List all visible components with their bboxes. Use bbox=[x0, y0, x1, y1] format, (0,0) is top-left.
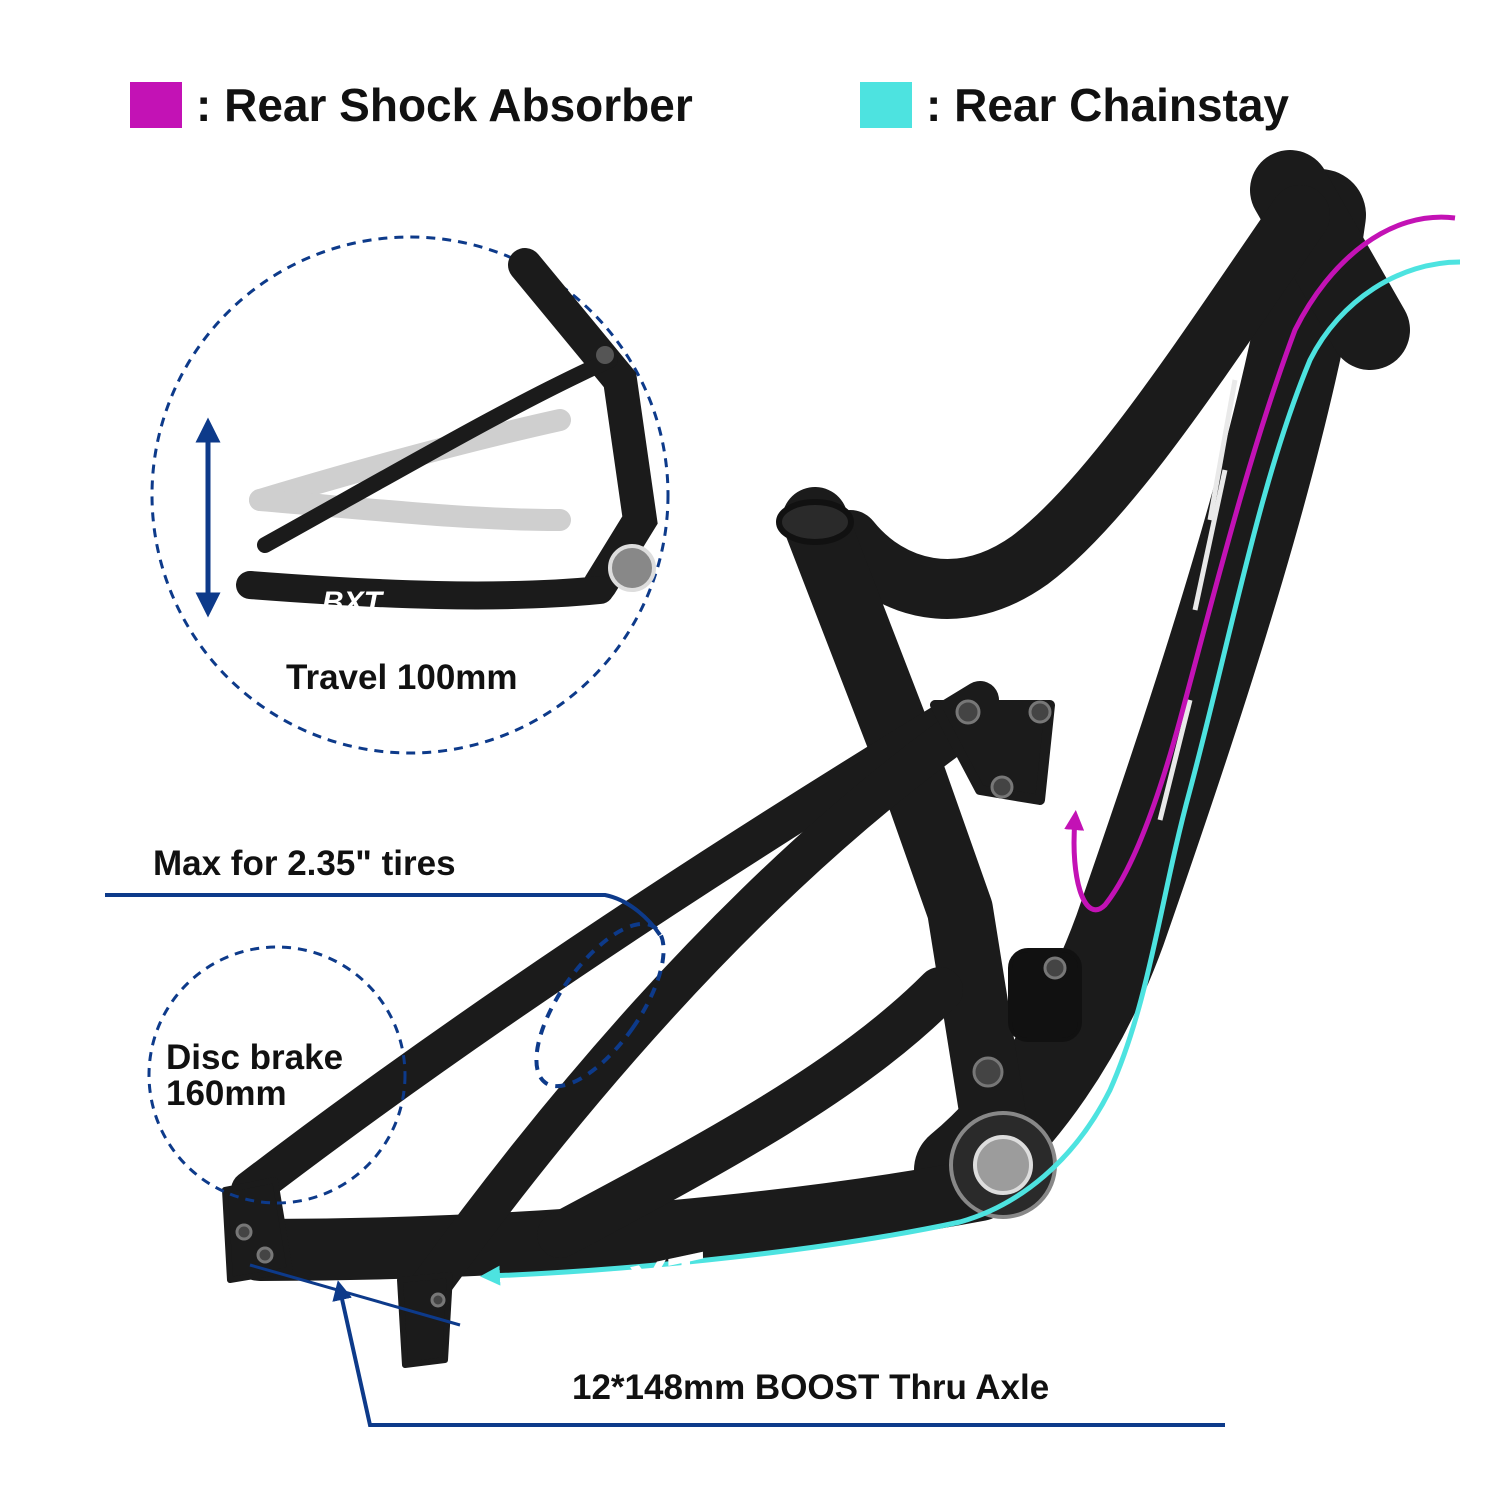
legend-swatch-magenta bbox=[130, 82, 182, 128]
axle-label: 12*148mm BOOST Thru Axle bbox=[572, 1368, 1050, 1407]
seat-stay-front bbox=[400, 710, 980, 1320]
down-tube-graphics bbox=[1157, 379, 1238, 821]
legend-item-rear-shock: : Rear Shock Absorber bbox=[130, 78, 693, 132]
seat-stay-rear bbox=[231, 681, 999, 1209]
axle-line bbox=[249, 1263, 461, 1327]
chainstay bbox=[229, 1159, 1011, 1281]
legend-label-rear-shock: : Rear Shock Absorber bbox=[196, 79, 693, 131]
pivot-bolts bbox=[235, 699, 1067, 1308]
legend-label-rear-chainstay: : Rear Chainstay bbox=[926, 79, 1290, 131]
travel-label: Travel 100mm bbox=[286, 658, 518, 697]
rocker-link bbox=[930, 700, 1055, 805]
axle-leader bbox=[332, 1280, 1225, 1427]
top-tube bbox=[820, 185, 1330, 619]
disc-brake-label-line1: Disc brake bbox=[166, 1038, 344, 1077]
travel-inset-circle bbox=[150, 235, 670, 755]
shock-highlight-line bbox=[1064, 214, 1456, 913]
disc-brake-inset-circle bbox=[147, 945, 407, 1205]
chainstay-bridge bbox=[537, 967, 963, 1258]
travel-inset: BXT bbox=[150, 235, 670, 755]
main-frame bbox=[222, 150, 1410, 1368]
down-tube bbox=[914, 169, 1366, 1216]
disc-brake-label-line2: 160mm bbox=[166, 1074, 287, 1113]
bottom-bracket bbox=[949, 1111, 1057, 1219]
seat-collar bbox=[776, 499, 854, 545]
legend-item-rear-chainstay: : Rear Chainstay bbox=[860, 78, 1289, 132]
tire-clearance-label: Max for 2.35" tires bbox=[153, 844, 456, 883]
legend-swatch-cyan bbox=[860, 82, 912, 128]
chainstay-highlight-line bbox=[480, 259, 1461, 1286]
inset-brand-text: BXT bbox=[322, 586, 385, 619]
tire-clearance-leader bbox=[105, 893, 662, 937]
dropout-left bbox=[222, 1177, 293, 1283]
seat-tube bbox=[782, 487, 1033, 1193]
